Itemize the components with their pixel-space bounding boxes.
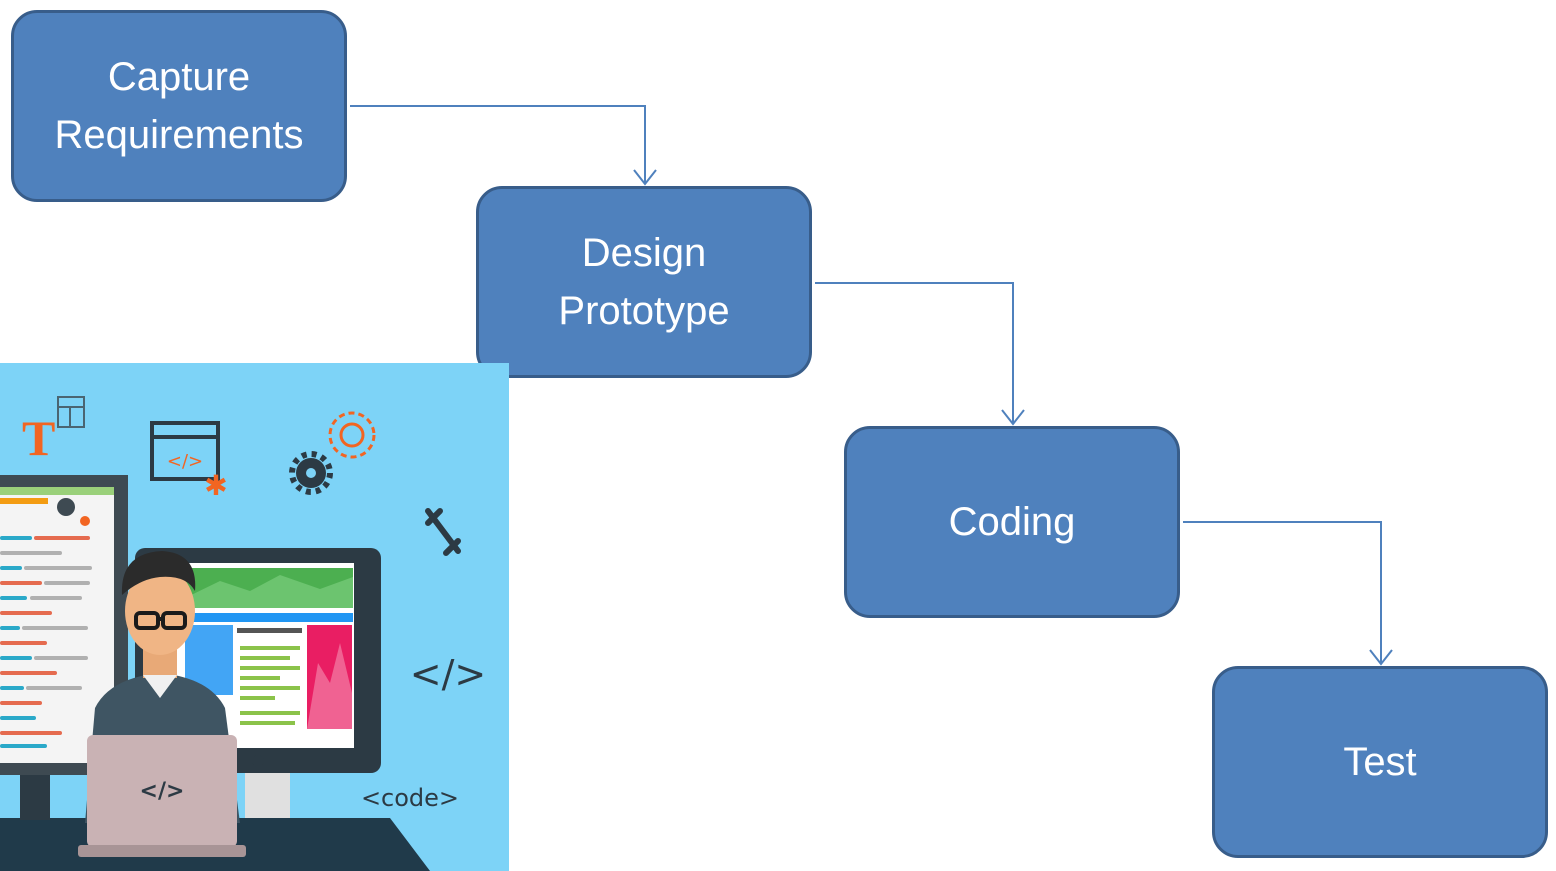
code-window-symbol: </> — [167, 451, 203, 472]
text-tool-icon: T — [22, 396, 85, 466]
link-icon — [425, 508, 461, 556]
step-capture-requirements: Capture Requirements — [11, 10, 347, 202]
developer-figure: </> — [78, 551, 246, 857]
connector-1 — [350, 105, 646, 184]
text-tool-letter: T — [22, 410, 55, 466]
step-coding: Coding — [844, 426, 1180, 618]
connector-3-arrowhead — [1369, 649, 1393, 666]
step-test: Test — [1212, 666, 1548, 858]
gear-icon — [289, 411, 376, 495]
connector-1-arrowhead — [633, 169, 657, 186]
code-symbol: </> — [410, 652, 486, 696]
code-tag: <code> — [361, 784, 459, 812]
connector-2 — [815, 282, 1014, 424]
step-label: Capture Requirements — [54, 55, 304, 157]
svg-text:✱: ✱ — [204, 469, 227, 502]
code-window-icon: </> ✱ — [150, 421, 228, 502]
connector-2-arrowhead — [1001, 409, 1025, 426]
step-design-prototype: Design Prototype — [476, 186, 812, 378]
laptop-code-symbol: </> — [140, 779, 185, 804]
step-label: Coding — [948, 500, 1076, 544]
step-label: Test — [1343, 740, 1417, 784]
step-label: Design Prototype — [558, 231, 730, 333]
developer-illustration: </> T </> ✱ </> <code> — [0, 363, 509, 871]
connector-3 — [1183, 521, 1382, 664]
